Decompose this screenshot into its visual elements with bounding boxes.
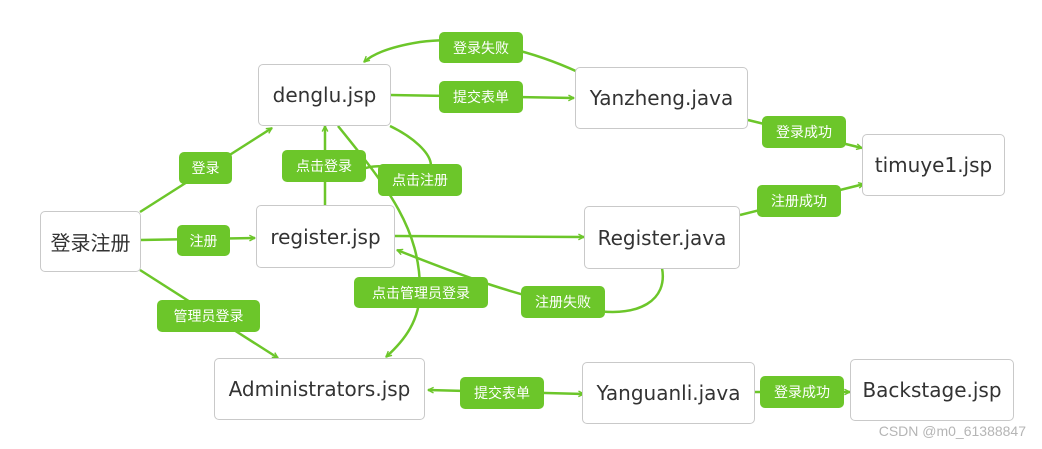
label-login-fail: 登录失败 xyxy=(439,32,523,63)
label-register: 注册 xyxy=(177,225,230,256)
node-administrators-jsp[interactable]: Administrators.jsp xyxy=(214,358,425,420)
node-register-jsp[interactable]: register.jsp xyxy=(256,205,395,268)
node-backstage-jsp[interactable]: Backstage.jsp xyxy=(850,359,1014,421)
edge-register-submit xyxy=(394,236,584,237)
label-click-register: 点击注册 xyxy=(378,164,462,196)
edge-click-admin-login xyxy=(337,125,422,357)
node-denglu-jsp[interactable]: denglu.jsp xyxy=(258,64,391,126)
label-login-success-2: 登录成功 xyxy=(760,376,844,408)
label-submit-form-1: 提交表单 xyxy=(439,81,523,113)
label-login: 登录 xyxy=(179,152,232,184)
edge-login-fail xyxy=(364,39,579,74)
node-timuye1-jsp[interactable]: timuye1.jsp xyxy=(862,134,1005,196)
label-login-success-1: 登录成功 xyxy=(762,116,846,148)
label-admin-login: 管理员登录 xyxy=(157,300,260,332)
node-login-register[interactable]: 登录注册 xyxy=(40,211,141,272)
label-register-fail: 注册失败 xyxy=(521,286,605,318)
label-register-success: 注册成功 xyxy=(757,185,841,217)
label-click-login: 点击登录 xyxy=(282,150,366,182)
watermark: CSDN @m0_61388847 xyxy=(878,423,1026,439)
node-yanzheng-java[interactable]: Yanzheng.java xyxy=(575,67,748,129)
label-submit-form-2: 提交表单 xyxy=(460,377,544,409)
label-click-admin-login: 点击管理员登录 xyxy=(354,277,488,308)
node-register-java[interactable]: Register.java xyxy=(584,206,740,269)
node-yanguanli-java[interactable]: Yanguanli.java xyxy=(582,362,755,424)
